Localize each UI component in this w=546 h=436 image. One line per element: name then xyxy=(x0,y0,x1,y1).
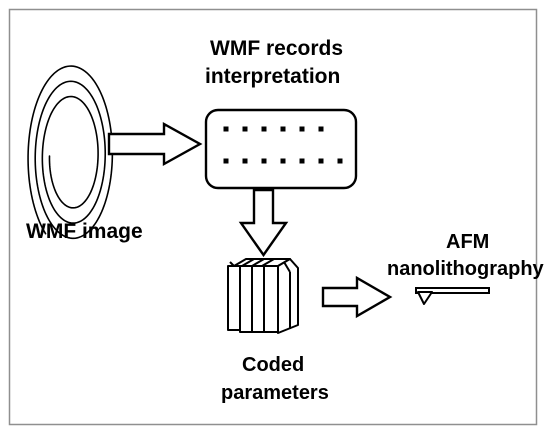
coded-label-line2: parameters xyxy=(221,382,329,404)
record-dot xyxy=(223,126,229,132)
record-dot xyxy=(280,158,286,164)
afm-label-line1: AFM xyxy=(446,231,490,253)
diagram-frame xyxy=(8,8,538,426)
record-dot xyxy=(318,158,324,164)
arrow-right-icon xyxy=(321,275,393,319)
record-dot xyxy=(337,158,343,164)
records-panel-icon xyxy=(204,108,358,190)
record-dot xyxy=(242,126,248,132)
records-label-line2: interpretation xyxy=(205,65,341,88)
arrow-right-icon xyxy=(107,121,203,167)
spiral-icon xyxy=(27,65,114,240)
coded-label-line1: Coded xyxy=(242,354,305,376)
record-dot xyxy=(299,126,305,132)
record-dot xyxy=(299,158,305,164)
record-dot xyxy=(223,158,229,164)
record-dot xyxy=(261,158,267,164)
record-dot xyxy=(242,158,248,164)
record-dot xyxy=(318,126,324,132)
afm-cantilever-icon xyxy=(415,287,490,305)
wmf-image-label: WMF image xyxy=(26,220,143,243)
parameters-box-icon xyxy=(227,258,299,334)
afm-label-line2: nanolithography xyxy=(387,258,544,280)
arrow-down-icon xyxy=(238,188,289,258)
record-dot xyxy=(280,126,286,132)
records-label-line1: WMF records xyxy=(210,37,344,60)
record-dot xyxy=(261,126,267,132)
